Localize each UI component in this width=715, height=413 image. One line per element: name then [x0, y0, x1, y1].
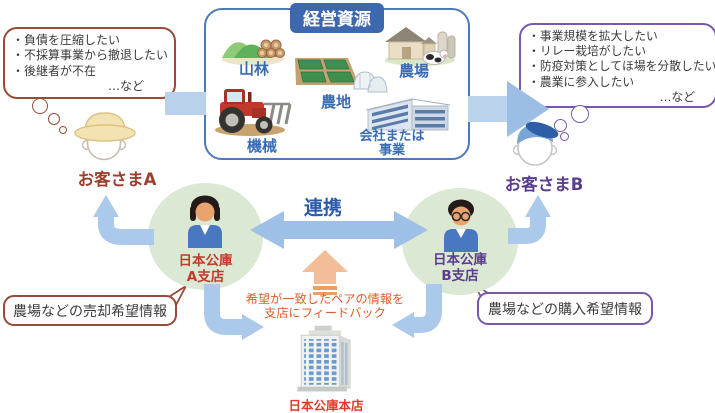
resources-title-badge: 経営資源	[290, 3, 384, 33]
need-item: 事業規模を拡大したい	[528, 29, 709, 44]
etc-label: …など	[659, 89, 695, 104]
need-item: 後継者が不在	[12, 64, 168, 79]
thought-dot	[48, 113, 60, 125]
buy-info-bubble: 農場などの購入希望情報	[477, 292, 653, 325]
feedback-text: 希望が一致したペアの情報を 支店にフィードバック	[238, 292, 412, 321]
branch-a-circle: 日本公庫 A支店	[148, 183, 263, 290]
farm-icon	[385, 27, 456, 66]
farmland-label: 農地	[320, 93, 351, 111]
customer-b-label: お客さまB	[504, 175, 584, 194]
thought-dot	[59, 126, 67, 134]
branch-b-label-line1: 日本公庫	[433, 252, 487, 268]
thought-dot	[32, 98, 48, 114]
need-item: 農業に参入したい	[528, 75, 709, 90]
customer-b-needs-bubble: 事業規模を拡大したい リレー栽培がしたい 防疫対策としてほ場を分散したい 農業に…	[519, 23, 715, 108]
sell-info-bubble: 農場などの売却希望情報	[3, 295, 177, 326]
customer-a-icon	[74, 112, 136, 161]
farm-label: 農場	[398, 62, 429, 80]
forest-icon	[222, 39, 285, 66]
need-item: リレー栽培がしたい	[528, 44, 709, 59]
branch-b-circle: 日本公庫 B支店	[402, 188, 518, 295]
company-label-line1: 会社または	[359, 129, 425, 144]
branch-b-person-icon	[444, 199, 478, 252]
buy-info-text: 農場などの購入希望情報	[488, 301, 642, 318]
tractor-icon	[215, 89, 292, 136]
thought-dot	[560, 132, 569, 141]
need-item: 防疫対策としてほ場を分散したい	[528, 59, 715, 74]
branch-a-label-line1: 日本公庫	[178, 253, 233, 269]
company-label: 会社または 事業	[352, 129, 432, 159]
resources-box: 経営資源 山林	[204, 3, 470, 160]
company-label-line2: 事業	[378, 143, 405, 159]
branch-a-label: 日本公庫 A支店	[148, 253, 263, 285]
etc-label: …など	[107, 79, 144, 94]
thought-dot	[554, 119, 567, 132]
head-office-label: 日本公庫本店	[288, 398, 364, 413]
branch-b-label: 日本公庫 B支店	[402, 252, 518, 284]
need-item: 負債を圧縮したい	[12, 33, 168, 48]
customer-a-label: お客さまA	[77, 170, 157, 189]
machine-label: 機械	[246, 137, 277, 155]
customer-a-needs-bubble: 負債を圧縮したい 不採算事業から撤退したい 後継者が不在 …など	[3, 27, 176, 99]
company-icon	[365, 98, 451, 131]
feedback-text-line1: 希望が一致したペアの情報を	[245, 292, 405, 306]
farmland-icon	[295, 58, 388, 93]
forest-label: 山林	[238, 60, 269, 78]
branch-a-label-line2: A支店	[186, 268, 225, 285]
sell-info-text: 農場などの売却希望情報	[13, 303, 167, 320]
feedback-text-line2: 支店にフィードバック	[264, 305, 386, 320]
branch-a-person-icon	[188, 195, 222, 248]
customer-b-icon	[512, 121, 559, 166]
thought-dot	[571, 105, 589, 123]
branch-b-label-line2: B支店	[441, 267, 479, 284]
cooperation-label: 連携	[303, 197, 342, 219]
need-item: 不採算事業から撤退したい	[12, 48, 168, 63]
head-office-building-icon	[297, 325, 351, 392]
